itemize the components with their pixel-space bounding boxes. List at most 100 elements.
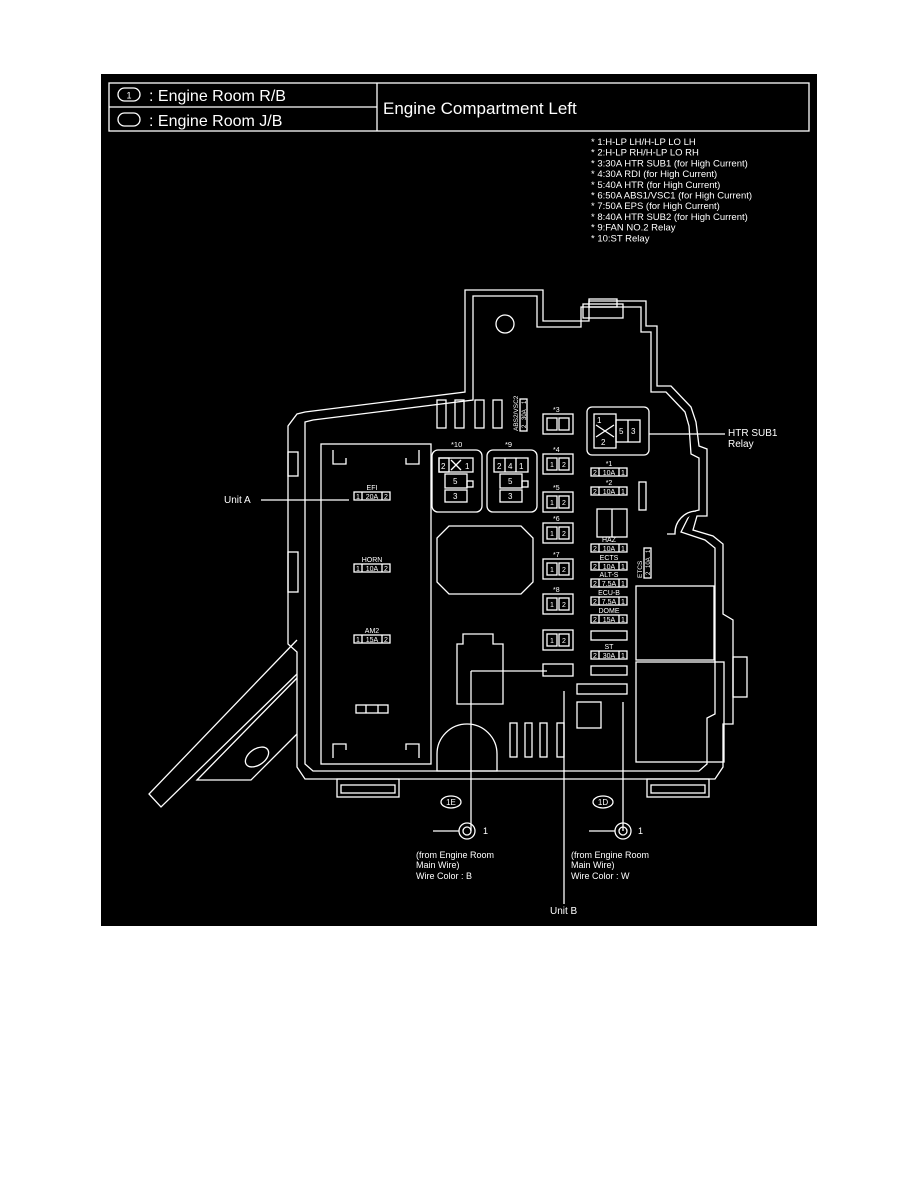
right-2-fuse-cells [590, 543, 628, 553]
htr-relay-label-2: Relay [728, 439, 754, 450]
bottom-slot-4 [556, 722, 565, 758]
right-0-fuse-rating: 10A [603, 470, 616, 477]
note-line: * 1:H-LP LH/H-LP LO LH [591, 137, 696, 148]
right-4-fuse-rating: 7.5A [602, 581, 617, 588]
fusible-link-spare [542, 663, 574, 677]
fusible-link-pin: 1 [550, 567, 554, 574]
connector-1e-note-1: (from Engine Room [416, 850, 494, 860]
fusible-link-frame [542, 453, 574, 475]
box-inner-outline [304, 295, 716, 772]
right-1-fuse-name: *2 [606, 480, 613, 487]
relay-block-symbol [117, 87, 141, 102]
fusible-link-tag: *6 [553, 516, 560, 523]
connector-1e-badge [440, 795, 462, 809]
unit-b-label: Unit B [550, 906, 578, 917]
fusible-link: *7 1 2 [542, 552, 574, 580]
etcs-side-fuse: ETCS 2 10A 1 [637, 547, 652, 579]
right-2-fuse-pin-left: 2 [593, 546, 597, 553]
right-1-fuse-pin-left: 2 [593, 489, 597, 496]
note-line: * 8:40A HTR SUB2 (for High Current) [591, 212, 748, 223]
relay-9: *9 2 4 1 5 3 [486, 440, 538, 513]
connector-1e-pin: 1 [483, 826, 488, 836]
bottom-slot-2 [524, 722, 533, 758]
right-spare-vertical [638, 481, 647, 511]
relay-block-symbol-label: 1 [126, 91, 131, 101]
htr-relay-pin-3: 3 [631, 427, 636, 436]
right-3-fuse-cells [590, 561, 628, 571]
fusible-link-pin: 1 [550, 638, 554, 645]
unit-a-1-fuse-cells [353, 563, 391, 573]
right-0-fuse-name: *1 [606, 461, 613, 468]
right-6-fuse-pin-right: 1 [621, 617, 625, 624]
right-3-fuse-pin-left: 2 [593, 564, 597, 571]
right-7-fuse-cells [590, 650, 628, 660]
fusible-link-frame [542, 558, 574, 580]
connector-1e-note-3: Wire Color : B [416, 871, 472, 881]
relay-10-pin-cell-1 [438, 457, 450, 473]
unit-a-corner-tr [405, 450, 420, 465]
right-4-fuse-pin-right: 1 [621, 581, 625, 588]
right-0-fuse-pin-right: 1 [621, 470, 625, 477]
right-6-fuse-name: DOME [599, 608, 620, 615]
connector-1d-terminal-inner [618, 826, 628, 836]
relay-9-pin-4: 4 [508, 462, 513, 471]
top-fuse-slot-4 [492, 399, 503, 429]
side-clip-1 [287, 451, 299, 477]
fusible-link-pin: 2 [562, 462, 566, 469]
htr-relay-label-1: HTR SUB1 [728, 428, 778, 439]
fusible-link-cell [558, 526, 570, 540]
htr-sub1-relay: 1 2 5 3 HTR SUB1 Relay [586, 406, 778, 456]
relay-10-pin-1: 1 [465, 462, 470, 471]
connector-1e-terminal-inner [462, 826, 472, 836]
abs2-vsc2-pin-right: 1 [522, 400, 528, 404]
unit-a-1-fuse-rating: 10A [366, 566, 379, 573]
connector-1d-note-3: Wire Color : W [571, 871, 630, 881]
fusible-link-frame [542, 522, 574, 544]
fusible-link-pin: 2 [562, 567, 566, 574]
relay-notes-list: * 1:H-LP LH/H-LP LO LH* 2:H-LP RH/H-LP L… [591, 137, 752, 244]
fusible-link-tag: *7 [553, 552, 560, 559]
top-fuse-slot-2 [454, 399, 465, 429]
etcs-side-name: ETCS [637, 560, 644, 578]
note-line: * 3:30A HTR SUB1 (for High Current) [591, 158, 748, 169]
fusible-link-cell [558, 562, 570, 576]
junction-block-text: : Engine Room J/B [149, 113, 282, 130]
right-7-fuse-name: ST [605, 644, 615, 651]
relay-10-pin-2: 2 [441, 462, 446, 471]
relay-9-pin-1: 1 [519, 462, 524, 471]
right-3-fuse-rating: 10A [603, 564, 616, 571]
top-fuse-slot-1 [436, 399, 447, 429]
right-1-fuse-rating: 10A [603, 489, 616, 496]
relay-9-pin-2: 2 [497, 462, 502, 471]
fuse-box-diagram: 1 : Engine Room R/B : Engine Room J/B En… [101, 74, 817, 926]
htr-relay-frame [586, 406, 650, 456]
fusible-link-tag: *4 [553, 447, 560, 454]
right-cavity-top [635, 585, 715, 661]
right-4-fuse-name: ALT-S [600, 572, 619, 579]
connector-1d-code: 1D [598, 798, 608, 807]
right-2-fuse-pin-right: 1 [621, 546, 625, 553]
etcs-side-pin-left: 2 [646, 571, 652, 575]
unit-a-1-fuse-pin-right: 2 [384, 566, 388, 573]
right-6-fuse-cells [590, 614, 628, 624]
fuse-box-body [148, 289, 748, 808]
right-3-fuse-pin-right: 1 [621, 564, 625, 571]
fusible-link-pin: 1 [550, 500, 554, 507]
right-6-fuse-pin-left: 2 [593, 617, 597, 624]
etcs-side-pin-right: 1 [646, 549, 652, 553]
fusible-link-cell [546, 495, 558, 509]
legend-title: Engine Compartment Left [383, 99, 577, 118]
mount-hole-top [495, 314, 515, 334]
bottom-clip-right-inner [650, 784, 706, 794]
abs2-vsc2-name: ABS2/VSC2 [513, 395, 520, 431]
